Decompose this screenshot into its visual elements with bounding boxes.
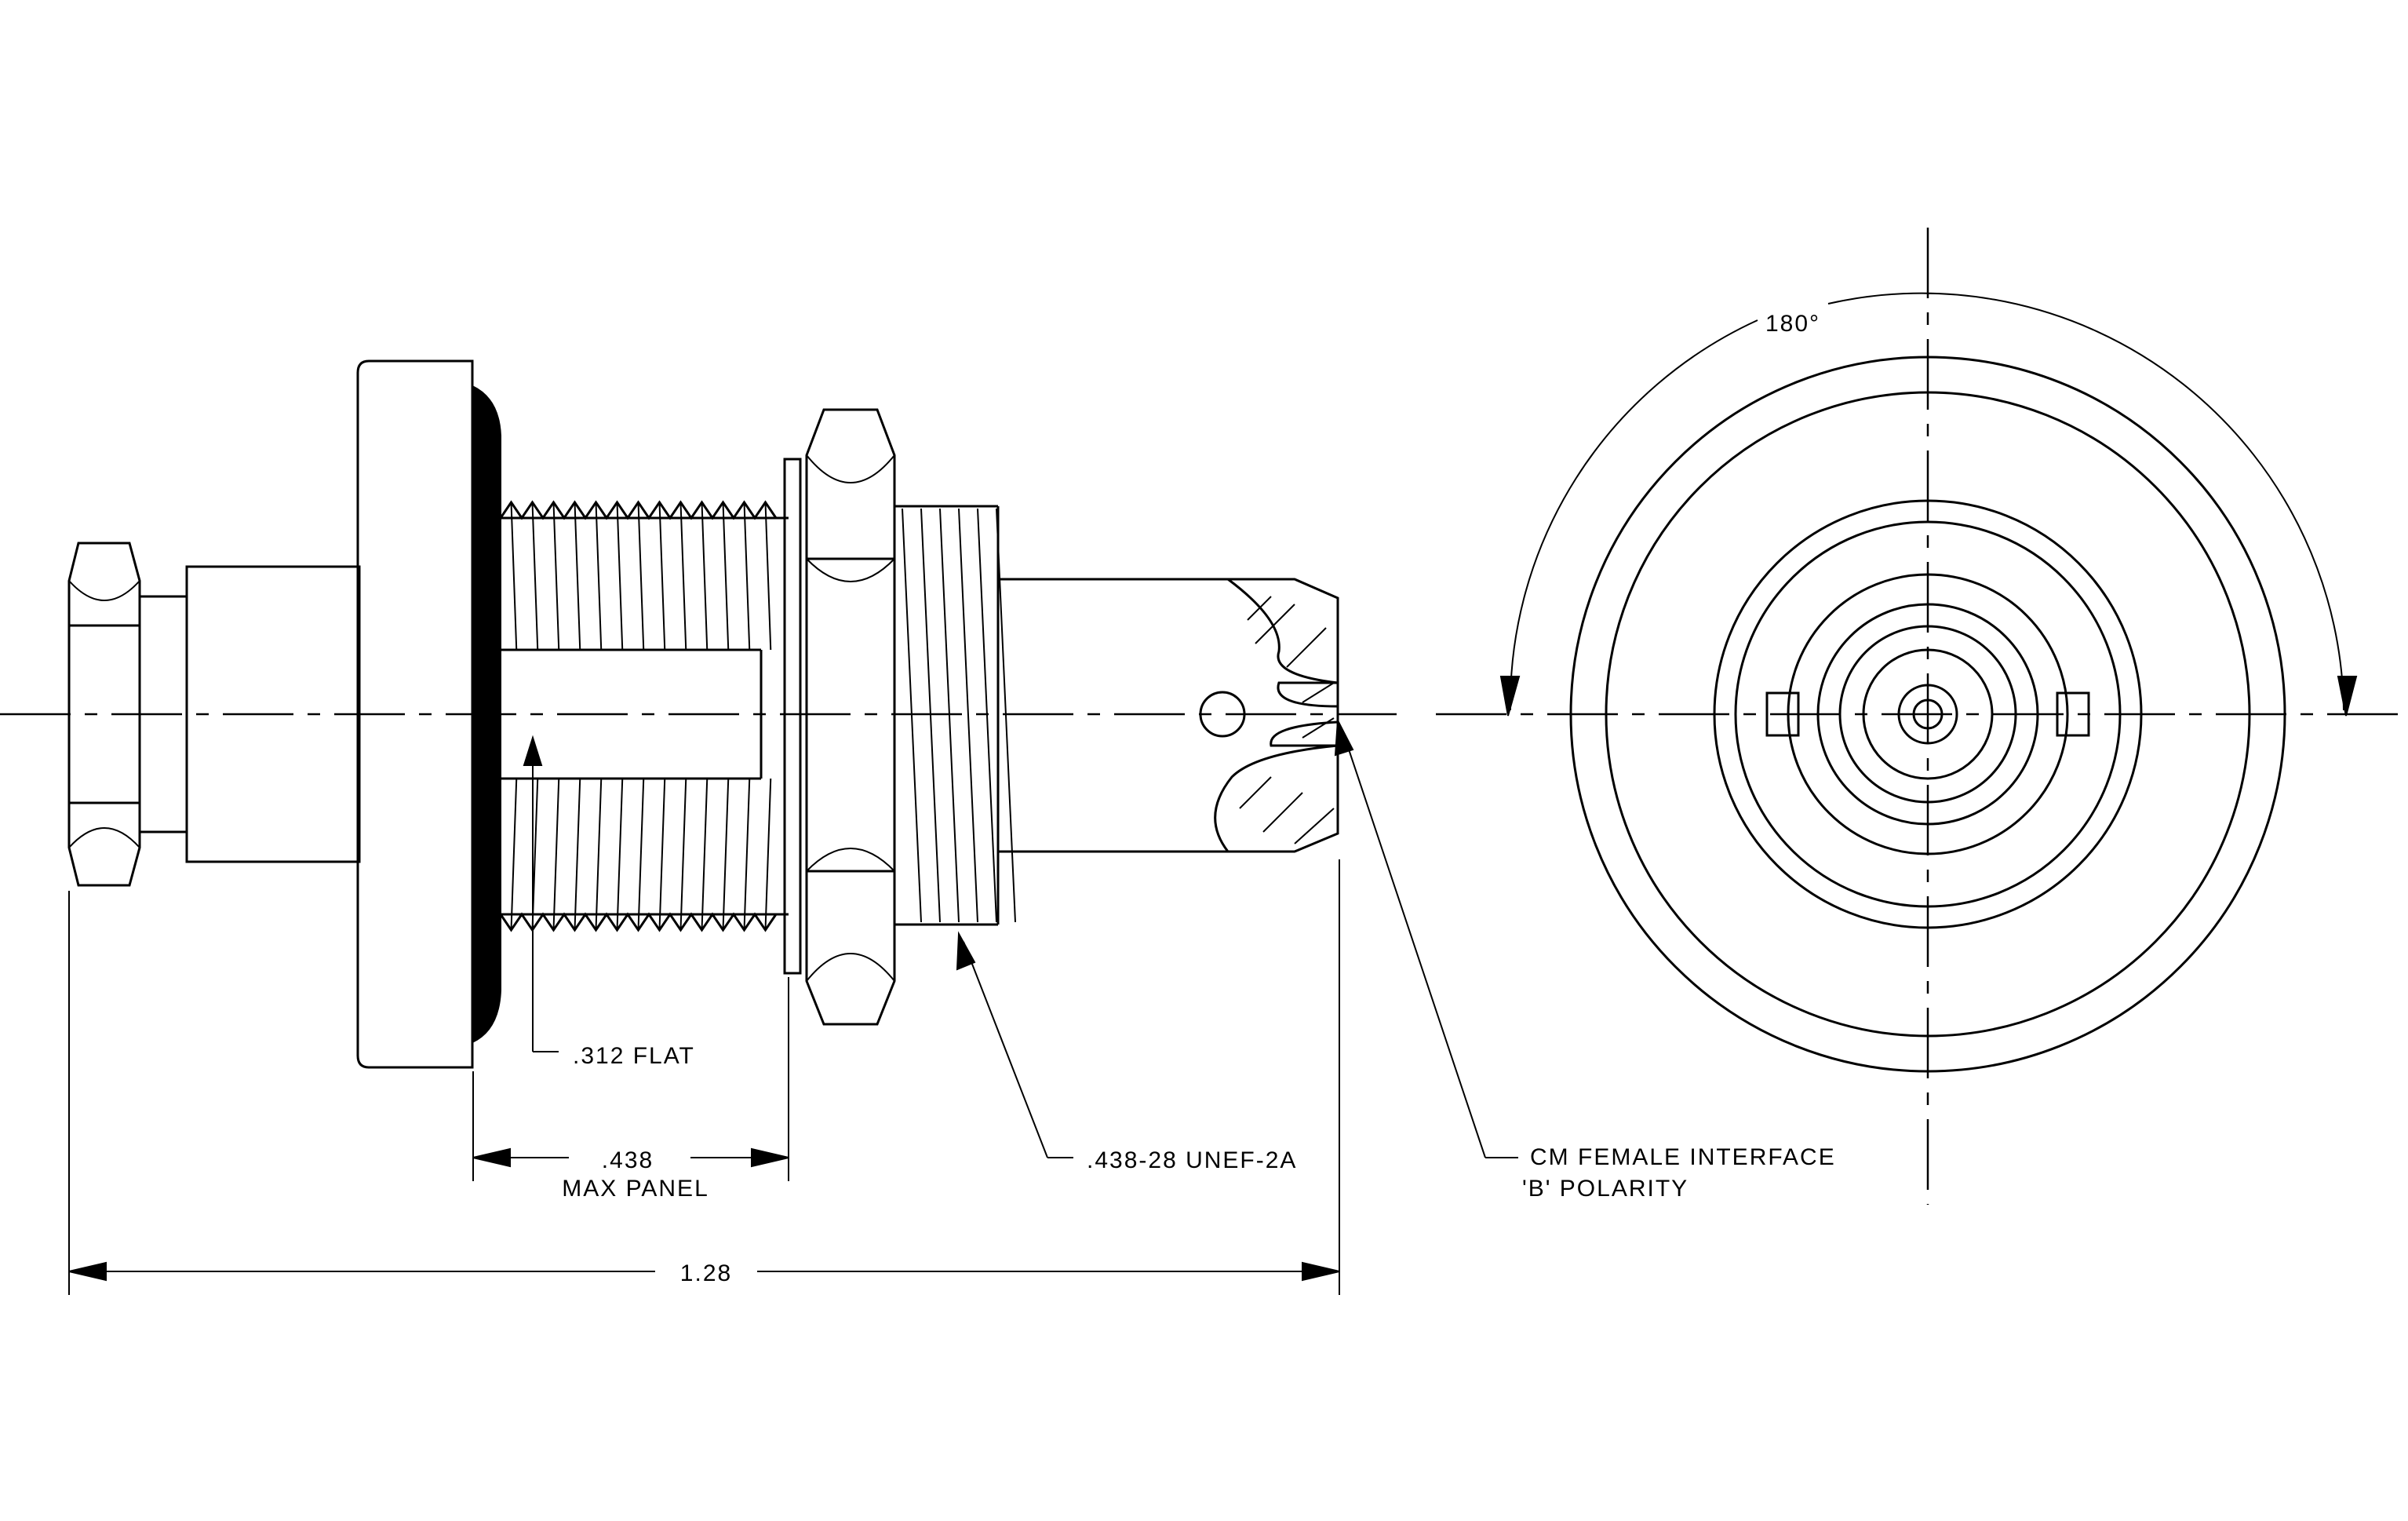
overall-dimension: 1.28 [68, 859, 1340, 1295]
rear-body [185, 565, 361, 863]
flat-label: .312 FLAT [573, 1043, 695, 1069]
rotation-arc: 180° [1499, 292, 2358, 717]
bayonet-pin-right [2056, 691, 2090, 737]
gasket [472, 385, 501, 1044]
front-view: 180° [1436, 228, 2408, 1205]
interface-label-2: 'B' POLARITY [1522, 1176, 1689, 1202]
side-view: .312 FLAT .438-28 UNEF-2A CM FEMALE INTE… [0, 359, 1836, 1295]
panel-value: .438 [602, 1147, 654, 1173]
interface-front [998, 578, 1339, 853]
panel-label: MAX PANEL [562, 1176, 709, 1202]
interface-callout: CM FEMALE INTERFACE 'B' POLARITY [1334, 717, 1836, 1202]
lock-washer [783, 458, 802, 975]
threaded-body [499, 500, 789, 932]
flat-callout: .312 FLAT [523, 735, 695, 1069]
overall-value: 1.28 [680, 1260, 732, 1286]
bayonet-pin [1199, 691, 1246, 738]
angle-label: 180° [1765, 311, 1820, 337]
rear-hex-nut [67, 542, 141, 887]
thread-callout: .438-28 UNEF-2A [956, 931, 1297, 1173]
flange [356, 359, 474, 1069]
panel-dimension: .438 MAX PANEL [472, 977, 789, 1202]
bayonet-pin-left [1765, 691, 1800, 737]
front-hex-nut [805, 408, 896, 1026]
thread-label: .438-28 UNEF-2A [1087, 1147, 1297, 1173]
interface-label-1: CM FEMALE INTERFACE [1530, 1144, 1836, 1170]
front-thread [894, 505, 1016, 926]
